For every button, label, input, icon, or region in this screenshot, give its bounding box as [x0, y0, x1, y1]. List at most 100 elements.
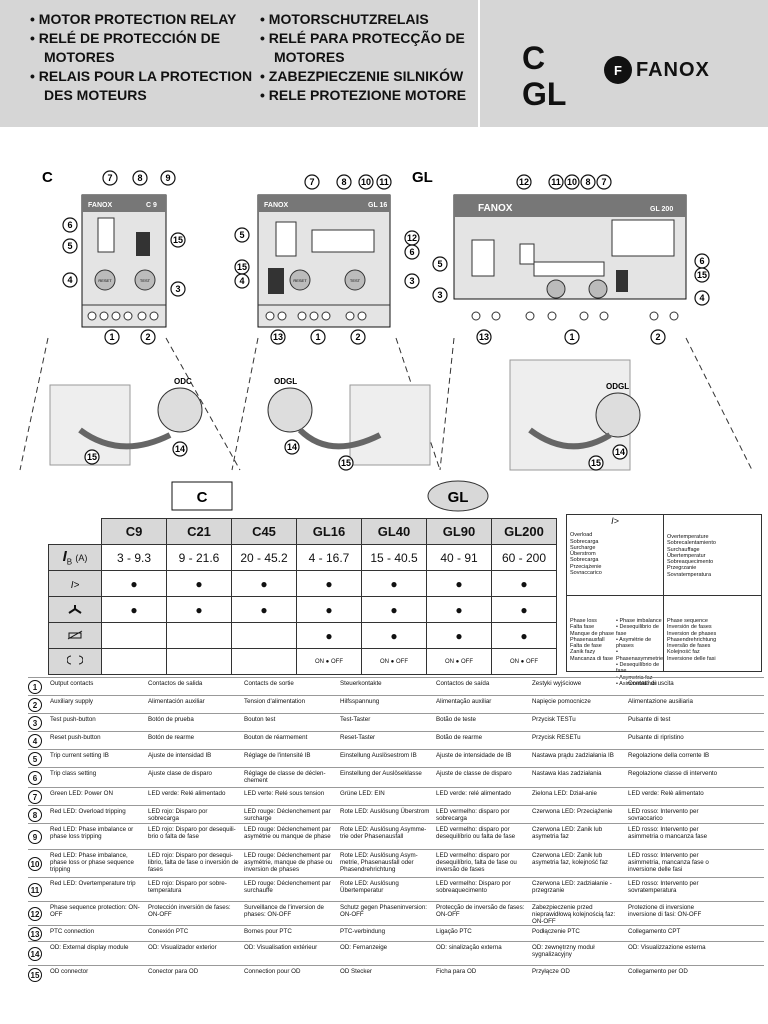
item-number: 5: [28, 752, 42, 766]
sequence-switch: ON ● OFF: [296, 648, 362, 675]
item-text: LED vermelho: disparo por desequilíbrio,…: [436, 852, 517, 874]
svg-text:7: 7: [309, 177, 314, 187]
table-cell: 4 - 16.7: [296, 544, 362, 571]
item-text: LED rojo: Disparo por sobre-temperatura: [148, 880, 227, 895]
svg-text:2: 2: [655, 332, 660, 342]
header-title: • ZABEZPIECZENIE SILNIKÓW: [260, 68, 464, 84]
item-text: LED verde: Relè alimentato: [628, 790, 704, 797]
item-text: Collegamento CPT: [628, 928, 681, 935]
ib-row-label: IB (A): [48, 544, 102, 571]
item-text: Czerwona LED: Zanik lub asymetria faz, k…: [532, 852, 608, 867]
odc-label: ODC: [174, 377, 192, 386]
item-text: LED vermelho: Disparo por sobreaquecimen…: [436, 880, 511, 895]
item-text: LED verte: Relé sous tension: [244, 790, 325, 797]
od-area: ODC ODGL ODGL: [49, 359, 641, 471]
item-text: Przycisk TESTu: [532, 716, 576, 723]
callouts: 7 8 9 6 5 15 4 3 1 2 7 8 10 11 5 12 6 15…: [62, 170, 710, 471]
switch-on-label: ON: [445, 658, 455, 665]
svg-text:10: 10: [567, 177, 577, 187]
svg-text:14: 14: [175, 444, 185, 454]
table-header-cell: C21: [166, 518, 232, 545]
switch-off-label: OFF: [525, 658, 538, 665]
device-model: GL 200: [650, 206, 673, 213]
header-banner: • MOTOR PROTECTION RELAY • RELÉ DE PROTE…: [0, 0, 768, 127]
svg-text:15: 15: [173, 235, 183, 245]
table-cell: ●: [101, 570, 167, 597]
table-header-cell: GL16: [296, 518, 362, 545]
item-text: Protecção de inversão de fases: ON-OFF: [436, 904, 525, 919]
item-text: Conector para OD: [148, 968, 199, 975]
label-gl: GL: [412, 169, 433, 186]
table-row: ● ● ● ● ● ● ●: [48, 596, 557, 623]
ptc-icon: [667, 518, 757, 534]
header-title: • MOTORSCHUTZRELAIS: [260, 11, 429, 27]
item-text: Bouton test: [244, 716, 276, 723]
reset-button-icon: [289, 269, 311, 291]
item-text: LED rouge: Déclenchement par surchauffe: [244, 880, 331, 895]
item-text: Trip class setting: [50, 770, 97, 777]
header-titles-right: • MOTORSCHUTZRELAIS • RELÉ PARA PROTECÇÃ…: [260, 10, 480, 105]
item-text: OD: zewnętrzny moduł sygnalizacyjny: [532, 944, 595, 959]
item-text: Reset-Taster: [340, 734, 376, 741]
item-text: Podłączenie PTC: [532, 928, 580, 935]
item-text: Pulsante di test: [628, 716, 671, 723]
item-text: Ajuste clase de disparo: [148, 770, 212, 777]
item-text: LED rouge: Déclenchement par asymétrie, …: [244, 852, 333, 874]
ib-unit: (A): [75, 553, 88, 564]
list-item: 6 Trip class setting Ajuste clase de dispa…: [28, 767, 764, 788]
table-cell: ●: [296, 570, 362, 597]
item-text: Red LED: Phase imbalance or phase loss t…: [50, 826, 134, 841]
device-brand: FANOX: [264, 202, 288, 209]
table-cell: ●: [491, 596, 557, 623]
svg-text:14: 14: [287, 442, 297, 452]
item-text: OD: External display module: [50, 944, 129, 951]
table-cell: 20 - 45.2: [231, 544, 297, 571]
item-text: Rote LED: Auslösung Asymme-trie oder Pha…: [340, 826, 427, 841]
sequence-switch: ON ● OFF: [426, 648, 492, 675]
item-text: Test push-button: [50, 716, 96, 723]
item-text: Botón de rearme: [148, 734, 195, 741]
item-text: Rote LED: Auslösung Asym-metrie, Phasena…: [340, 852, 418, 874]
item-number: 6: [28, 771, 42, 785]
test-button-icon: [344, 269, 366, 291]
item-text: LED rosso: Intervento per asimmetria o m…: [628, 826, 708, 841]
item-text: Test-Taster: [340, 716, 371, 723]
item-text: Alimentação auxiliar: [436, 698, 492, 705]
item-text: LED rouge: Déclenchement par asymétrie o…: [244, 826, 331, 841]
svg-text:4: 4: [239, 276, 244, 286]
table-corner: [48, 518, 102, 545]
item-text: OD connector: [50, 968, 89, 975]
item-text: LED verde: relé alimentado: [436, 790, 511, 797]
brand-logo: F FANOX: [604, 56, 710, 84]
item-text: Trip current setting IB: [50, 752, 109, 759]
table-cell: ●: [231, 570, 297, 597]
item-text: Contactos de saída: [436, 680, 490, 687]
table-header-cell: GL200: [491, 518, 557, 545]
ptc-icon: [48, 622, 102, 649]
header-divider: [478, 0, 480, 127]
svg-text:14: 14: [615, 447, 625, 457]
svg-text:1: 1: [109, 332, 114, 342]
table-header-cell: GL40: [361, 518, 427, 545]
svg-text:6: 6: [699, 256, 704, 266]
item-text: Zielona LED: Dział-anie: [532, 790, 597, 797]
item-text: Collegamento per OD: [628, 968, 688, 975]
odgl-display-icon: [267, 387, 313, 433]
brand-name: FANOX: [636, 58, 710, 81]
table-row: ON ● OFF ON ● OFF ON ● OFF ON ● OFF: [48, 648, 557, 675]
header-title: • MOTOR PROTECTION RELAY: [30, 11, 237, 27]
odc-display-icon: [157, 387, 203, 433]
odgl-display-icon: [595, 392, 641, 438]
ib-symbol: I: [62, 548, 67, 566]
item-text: OD: Visualizador exterior: [148, 944, 217, 951]
product-code-gl: GL: [522, 76, 567, 112]
